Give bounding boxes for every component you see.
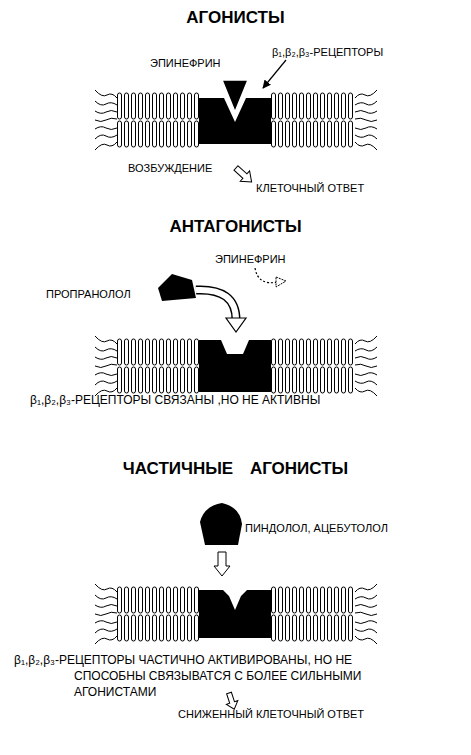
note-text: β₁,β₂,β₃-РЕЦЕПТОРЫ СВЯЗАНЫ ,НО НЕ АКТИВН… [30,392,320,408]
note-text: β₁,β₂,β₃-РЕЦЕПТОРЫ ЧАСТИЧНО АКТИВИРОВАНЫ… [14,652,406,700]
section-heading: АНТАГОНИСТЫ [0,217,471,237]
displaced-arrow-head [276,277,286,287]
section-heading: АГОНИСТЫ [0,8,471,28]
state-label: ВОЗБУЖДЕНИЕ [128,160,212,176]
binding-arrow [196,290,236,320]
receptor-label: β₁,β₂,β₃-РЕЦЕПТОРЫ [272,44,383,60]
binding-arrow-head [226,318,246,332]
membrane-partial [95,584,377,644]
leader-arrow [263,60,286,88]
response-arrow [231,163,256,187]
drug-label: ПИНДОЛОЛ, АЦЕБУТОЛОЛ [245,520,388,536]
drug-label: ПРОПРАНОЛОЛ [46,286,131,302]
propranolol-molecule [158,274,196,301]
section-heading: ЧАСТИЧНЫЕ АГОНИСТЫ [0,459,471,479]
approach-arrow [214,552,230,576]
response-label: СНИЖЕННЫЙ КЛЕТОЧНЫЙ ОТВЕТ [178,706,364,722]
response-label: КЛЕТОЧНЫЙ ОТВЕТ [256,180,364,196]
drug-label: ЭПИНЕФРИН [150,55,221,71]
membrane-antagonist [95,336,377,396]
binding-arrow-inner [196,290,236,320]
displaced-arrow [255,268,278,283]
pindolol-molecule [200,503,242,545]
drug-label: ЭПИНЕФРИН [215,251,286,267]
membrane-agonist [95,80,377,150]
